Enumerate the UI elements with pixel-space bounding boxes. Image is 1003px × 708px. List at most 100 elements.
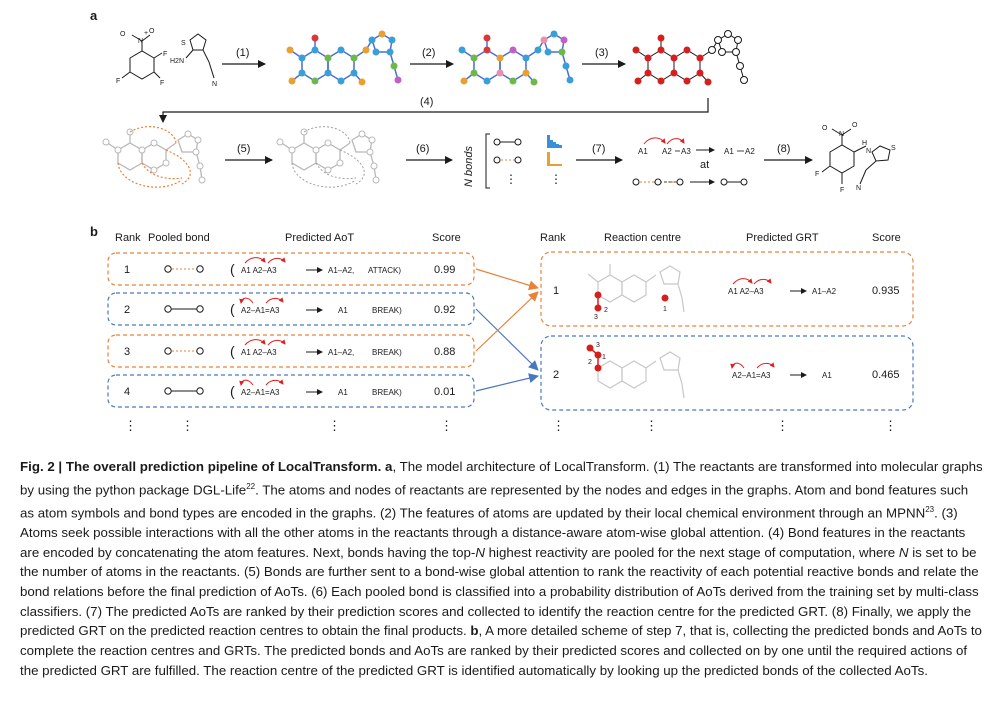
svg-text:Predicted GRT: Predicted GRT <box>746 232 819 244</box>
aot-row-box-3 <box>107 334 475 368</box>
aot-example: A1 A2 A3 A1 A2 at <box>632 137 755 186</box>
svg-text:N: N <box>212 81 217 88</box>
n-bonds-label: N bonds <box>463 146 475 187</box>
svg-text:4: 4 <box>124 386 130 398</box>
molecular-graph-3 <box>632 30 748 86</box>
right-table-headers: Rank Reaction centre Predicted GRT Score <box>540 232 901 244</box>
svg-text:H: H <box>862 140 867 147</box>
figure-caption: Fig. 2 | The overall prediction pipeline… <box>20 459 983 678</box>
molecular-graph-1 <box>286 30 402 86</box>
svg-text:⋮: ⋮ <box>440 418 453 433</box>
svg-text:A3: A3 <box>681 147 691 156</box>
svg-text:⋮: ⋮ <box>884 418 897 433</box>
svg-text:A2–A1=A3: A2–A1=A3 <box>732 371 771 380</box>
svg-text:2: 2 <box>124 304 130 316</box>
svg-text:(: ( <box>230 343 235 359</box>
svg-text:⋮: ⋮ <box>645 418 658 433</box>
grt-row-box-1 <box>540 251 914 327</box>
step-7-label: (7) <box>592 143 605 155</box>
svg-text:A1 A2–A3: A1 A2–A3 <box>728 287 764 296</box>
svg-text:F: F <box>840 187 844 194</box>
svg-text:H2N: H2N <box>170 58 184 65</box>
step-4-label: (4) <box>420 96 433 108</box>
caption-bold-b: b <box>470 623 479 639</box>
svg-text:0.465: 0.465 <box>872 369 900 381</box>
aot-row-box-1 <box>107 252 475 286</box>
svg-text:N: N <box>866 148 871 155</box>
svg-text:Rank: Rank <box>115 232 141 244</box>
step-6-label: (6) <box>416 143 429 155</box>
svg-text:⋮: ⋮ <box>181 418 194 433</box>
svg-text:A1: A1 <box>638 147 648 156</box>
svg-text:ATTACK): ATTACK) <box>368 266 401 275</box>
step-4-arrow <box>159 98 709 123</box>
step-2-label: (2) <box>422 47 435 59</box>
svg-text:O: O <box>822 125 828 132</box>
svg-text:⋮: ⋮ <box>328 418 341 433</box>
svg-text:2: 2 <box>604 307 608 314</box>
caption-bold-a: a <box>385 459 393 474</box>
svg-text:Score: Score <box>872 232 901 244</box>
collection-arrows <box>475 268 539 392</box>
svg-text:A2–A1=A3: A2–A1=A3 <box>241 388 280 397</box>
svg-text:0.01: 0.01 <box>434 386 455 398</box>
svg-text:N: N <box>856 185 861 192</box>
svg-text:0.935: 0.935 <box>872 285 900 297</box>
svg-text:A1: A1 <box>338 306 348 315</box>
svg-text:3: 3 <box>594 314 598 321</box>
svg-text:A1–A2,: A1–A2, <box>328 266 354 275</box>
svg-text:A1 A2–A3: A1 A2–A3 <box>241 266 277 275</box>
right-ellipsis-row: ⋮ ⋮ ⋮ ⋮ <box>552 418 897 433</box>
svg-text:A1: A1 <box>724 147 734 156</box>
svg-text:(: ( <box>230 261 235 277</box>
svg-text:Rank: Rank <box>540 232 566 244</box>
svg-text:⋮: ⋮ <box>552 418 565 433</box>
svg-text:A1: A1 <box>338 388 348 397</box>
svg-text:1: 1 <box>663 306 667 313</box>
svg-text:1: 1 <box>553 285 559 297</box>
svg-text:A2: A2 <box>662 147 672 156</box>
svg-text:A1–A2,: A1–A2, <box>328 348 354 357</box>
svg-text:F: F <box>116 78 120 85</box>
reactant-atom-labels: + N O O F F F S H2N N <box>116 28 217 88</box>
svg-text:BREAK): BREAK) <box>372 388 402 397</box>
svg-text:3: 3 <box>596 342 600 349</box>
svg-text:A2–A1=A3: A2–A1=A3 <box>241 306 280 315</box>
step-1-label: (1) <box>236 47 249 59</box>
svg-text:Score: Score <box>432 232 461 244</box>
panel-b-label: b <box>90 224 98 239</box>
product-atom-labels: O N O H N S F F N <box>815 122 896 194</box>
bond-graph-4 <box>102 126 206 188</box>
step-8-label: (8) <box>777 143 790 155</box>
svg-text:0.88: 0.88 <box>434 346 455 358</box>
svg-text:A2: A2 <box>745 147 755 156</box>
svg-text:3: 3 <box>124 346 130 358</box>
aot-row-3: 3 ( A1 A2–A3 A1–A2, BREAK) 0.88 <box>124 339 455 359</box>
svg-text:S: S <box>891 145 896 152</box>
pooled-bonds-list: ⋮ <box>493 138 522 186</box>
aot-row-2: 2 ( A2–A1=A3 A1 BREAK) 0.92 <box>124 297 455 317</box>
svg-text:(: ( <box>230 301 235 317</box>
aot-distribution-bars: ⋮ <box>547 135 562 186</box>
svg-text:F: F <box>815 171 819 178</box>
product-structure <box>821 128 891 185</box>
left-table-headers: Rank Pooled bond Predicted AoT Score <box>115 232 461 244</box>
svg-text:O: O <box>149 28 155 35</box>
svg-text:+: + <box>144 30 148 37</box>
svg-text:N: N <box>138 38 143 45</box>
grt-row-box-2 <box>540 335 914 411</box>
svg-text:A1: A1 <box>822 371 832 380</box>
svg-text:1: 1 <box>124 264 130 276</box>
grt-row-2: 2 3 2 1 A2–A1=A3 A1 0.465 <box>553 342 900 399</box>
aot-row-4: 4 ( A2–A1=A3 A1 BREAK) 0.01 <box>124 379 455 399</box>
svg-text:O: O <box>120 31 126 38</box>
aot-row-box-4 <box>107 374 475 408</box>
svg-text:(: ( <box>230 383 235 399</box>
svg-text:1: 1 <box>602 354 606 361</box>
reactant-structure <box>121 33 215 80</box>
aot-row-box-2 <box>107 292 475 326</box>
aot-row-1: 1 ( A1 A2–A3 A1–A2, ATTACK) 0.99 <box>124 257 455 277</box>
svg-text:N: N <box>839 131 844 138</box>
svg-text:F: F <box>163 51 167 58</box>
svg-text:Pooled bond: Pooled bond <box>148 232 210 244</box>
